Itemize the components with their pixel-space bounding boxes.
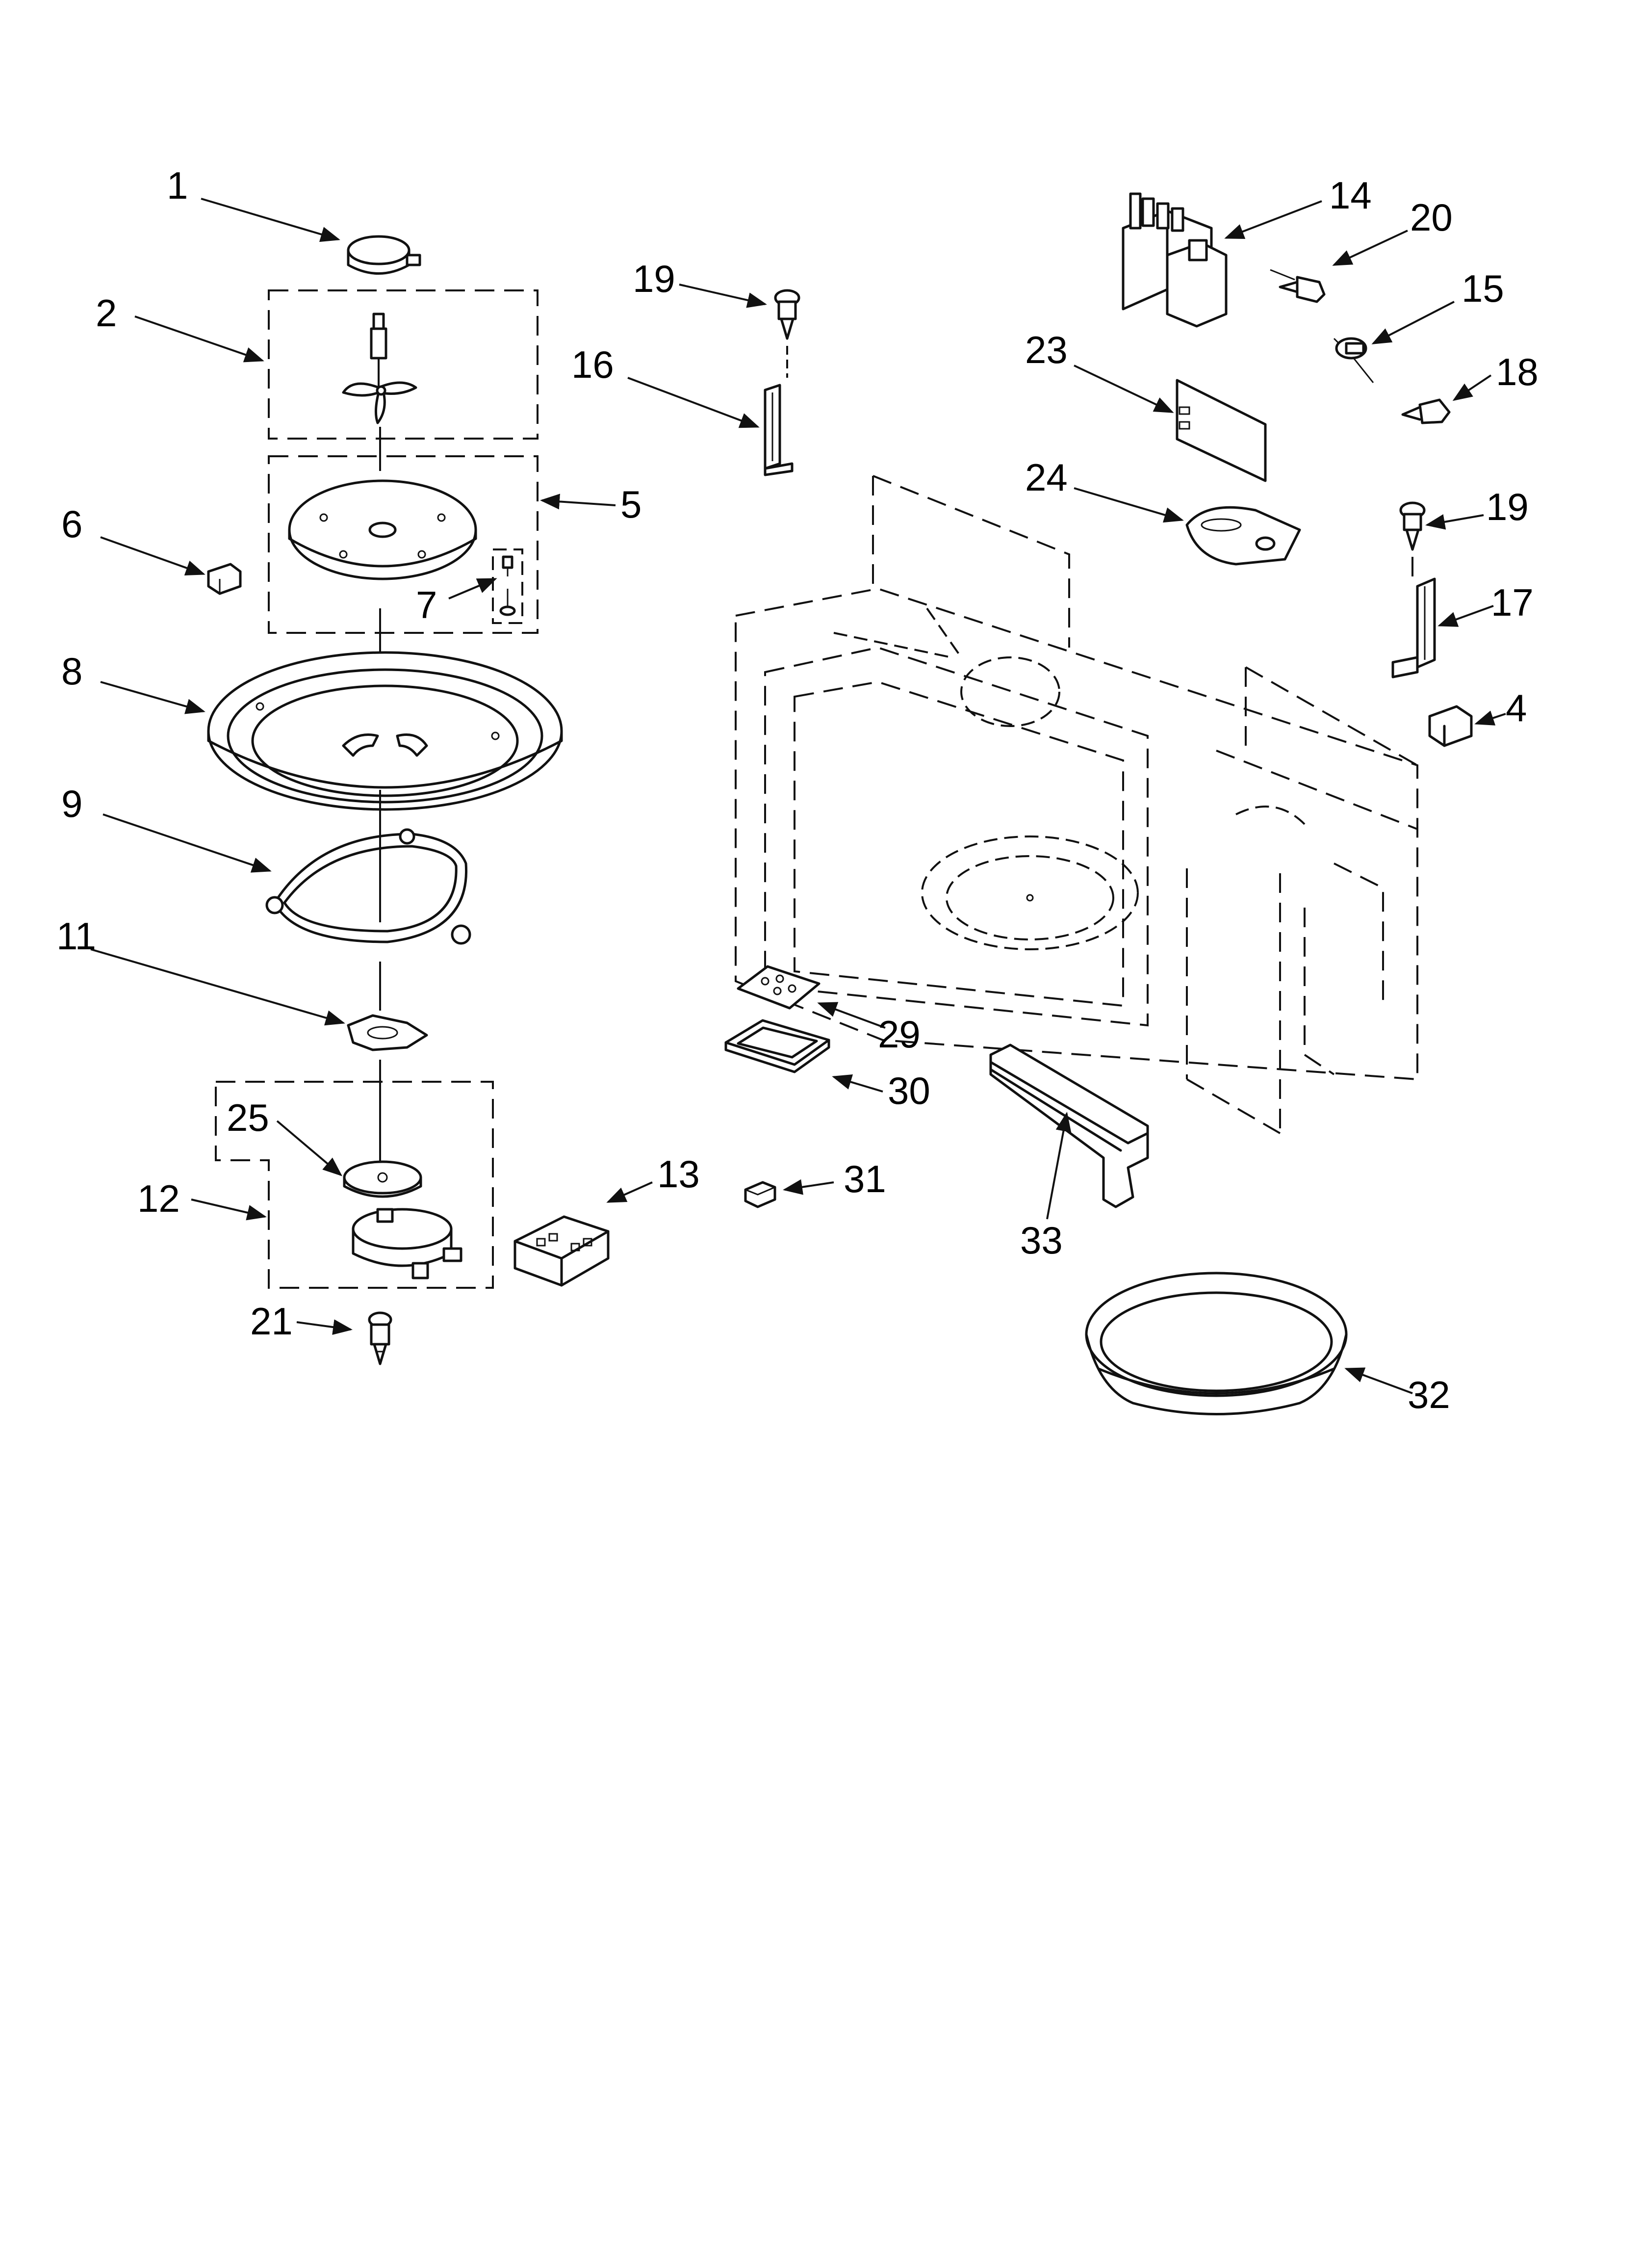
- callout-19a: 19: [633, 257, 675, 300]
- callout-2: 2: [96, 291, 117, 335]
- leader-33: [1046, 1112, 1072, 1220]
- callout-17: 17: [1491, 581, 1534, 624]
- part-16-bracket: [764, 384, 794, 476]
- leader-14: [1224, 200, 1322, 239]
- leader-19a: [679, 284, 767, 308]
- callout-24: 24: [1025, 456, 1068, 499]
- part-2-fan-box: [268, 289, 539, 440]
- leader-6: [100, 536, 205, 575]
- part-32-pan: [1085, 1272, 1348, 1415]
- leader-11: [90, 948, 345, 1026]
- part-5-plate: [288, 479, 477, 580]
- callout-31: 31: [844, 1157, 886, 1200]
- part-24-bracket: [1185, 506, 1301, 566]
- callout-14: 14: [1329, 174, 1372, 217]
- callout-11: 11: [56, 914, 96, 958]
- part-29-touchpad: [737, 965, 821, 1010]
- part-23-plate: [1176, 379, 1267, 482]
- callout-23: 23: [1025, 328, 1068, 371]
- leader-21: [296, 1319, 353, 1335]
- part-8-tray: [207, 651, 563, 811]
- callout-25: 25: [227, 1096, 269, 1139]
- callout-19b: 19: [1486, 485, 1529, 528]
- part-9-roller-ring: [265, 828, 471, 945]
- leader-17: [1437, 605, 1494, 627]
- leader-7: [448, 578, 497, 600]
- part-30-filter: [724, 1019, 830, 1073]
- leader-20: [1332, 230, 1408, 266]
- leader-24: [1074, 487, 1184, 523]
- part-21-screw: [368, 1311, 392, 1365]
- leader-23: [1074, 365, 1174, 413]
- callout-4: 4: [1506, 686, 1527, 730]
- part-25-disc: [343, 1160, 422, 1198]
- leader-2: [134, 315, 264, 363]
- leader-19b: [1425, 514, 1484, 530]
- callout-15: 15: [1462, 267, 1504, 310]
- leader-12: [191, 1199, 267, 1221]
- leader-18: [1452, 374, 1492, 401]
- callout-20: 20: [1410, 196, 1453, 239]
- callout-7: 7: [416, 583, 437, 626]
- leader-8: [100, 681, 205, 714]
- leader-13: [606, 1181, 653, 1203]
- callout-5: 5: [620, 483, 641, 526]
- part-15-thermostat: [1333, 337, 1374, 383]
- oven-cavity: [735, 475, 1418, 1134]
- part-18-screw: [1401, 398, 1451, 424]
- leader-1: [201, 198, 340, 242]
- part-19-screw-right: [1399, 501, 1426, 551]
- callout-9: 9: [61, 782, 82, 825]
- part-1-motor: [347, 235, 421, 275]
- callout-21: 21: [250, 1300, 293, 1343]
- part-12-motor-box: [215, 1081, 494, 1289]
- leader-30: [832, 1074, 883, 1093]
- leader-31: [783, 1179, 834, 1195]
- callout-29: 29: [878, 1013, 921, 1056]
- part-19-screw-center: [774, 289, 800, 340]
- callout-30: 30: [888, 1069, 930, 1112]
- callout-6: 6: [61, 502, 82, 546]
- part-12-motor: [352, 1208, 462, 1279]
- leader-29: [817, 1002, 886, 1029]
- callout-33: 33: [1020, 1219, 1063, 1262]
- leader-32: [1344, 1367, 1413, 1394]
- leader-25: [276, 1120, 343, 1176]
- leader-16: [627, 377, 760, 428]
- callout-18: 18: [1496, 350, 1539, 393]
- leader-15: [1371, 301, 1455, 344]
- callout-1: 1: [167, 164, 188, 207]
- part-13-switch-holder: [513, 1215, 610, 1287]
- part-7-screws: [499, 555, 516, 616]
- callout-16: 16: [571, 343, 614, 386]
- part-20-screw: [1270, 269, 1326, 303]
- part-17-bracket: [1391, 577, 1436, 678]
- callout-8: 8: [61, 650, 82, 693]
- part-14-transformer: [1122, 192, 1228, 328]
- leader-4: [1474, 710, 1506, 726]
- part-31-clip: [744, 1181, 776, 1208]
- part-2-fan: [342, 313, 417, 424]
- callout-13: 13: [657, 1152, 700, 1196]
- callout-12: 12: [137, 1177, 180, 1220]
- part-4-clip: [1428, 705, 1473, 747]
- part-33-bar: [989, 1043, 1149, 1208]
- part-11-coupler: [347, 1014, 428, 1051]
- leader-5: [540, 494, 616, 510]
- part-5-plate-box: [268, 455, 539, 634]
- part-6-clip: [207, 563, 242, 595]
- leader-9: [103, 813, 272, 873]
- callout-32: 32: [1408, 1373, 1450, 1416]
